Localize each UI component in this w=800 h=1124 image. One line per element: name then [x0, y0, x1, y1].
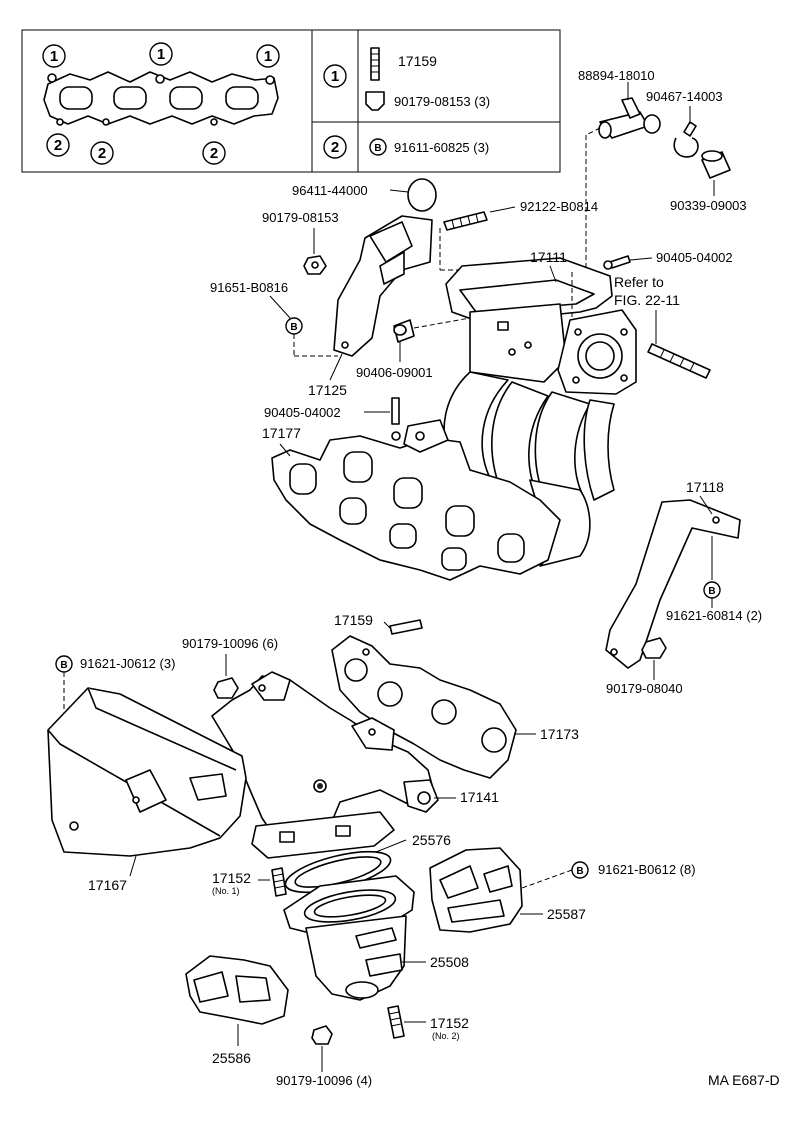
nut-90179-08040-drawing: [641, 637, 667, 659]
bolt-marker-icon: B: [369, 138, 387, 156]
legend-gasket-drawing: [43, 71, 279, 126]
heat-insulator-25587-drawing: [429, 847, 523, 933]
manifold-stay-drawing: [605, 499, 741, 669]
label-91621-60814: 91621-60814 (2): [666, 608, 762, 623]
label-25587: 25587: [547, 906, 586, 922]
svg-text:2: 2: [98, 145, 106, 162]
stud-icon: [370, 47, 380, 81]
label-90179-10096-b: 90179-10096 (4): [276, 1073, 372, 1088]
label-90339-09003: 90339-09003: [670, 198, 747, 213]
label-17141: 17141: [460, 789, 499, 805]
bolt-90405-04002-a-drawing: [603, 255, 631, 270]
intake-gasket-drawing: [271, 419, 561, 581]
refer-figure-label: FIG. 22-11: [614, 292, 680, 308]
legend-marker-2c: 2: [202, 141, 226, 165]
label-17125: 17125: [308, 382, 347, 398]
nut-icon: [365, 91, 385, 111]
stud-17152-no1-drawing: [271, 867, 287, 897]
label-17111: 17111: [530, 249, 567, 265]
svg-text:2: 2: [54, 137, 62, 154]
label-17177: 17177: [262, 425, 301, 441]
bolt-marker-91621-J0612: B: [55, 655, 73, 673]
bolt-marker-91621-60814: B: [703, 581, 721, 599]
label-17173: 17173: [540, 726, 579, 742]
label-90179-08040: 90179-08040: [606, 681, 683, 696]
label-90405-04002-a: 90405-04002: [656, 250, 733, 265]
diagram-code: MA E687-D: [708, 1072, 780, 1088]
intake-manifold-drawing: [443, 257, 637, 567]
bolt-90405-04002-b-drawing: [391, 397, 401, 441]
label-25586: 25586: [212, 1050, 251, 1066]
label-88894-18010: 88894-18010: [578, 68, 655, 83]
legend-row2-marker: 2: [323, 135, 347, 159]
exhaust-manifold-drawing: [211, 671, 439, 859]
label-17159: 17159: [334, 612, 373, 628]
label-96411-44000: 96411-44000: [292, 183, 368, 198]
label-17152-no2: 17152: [430, 1015, 469, 1031]
nut-90179-08153-drawing: [303, 255, 327, 275]
svg-text:B: B: [60, 660, 67, 671]
heat-insulator-25586-drawing: [185, 955, 289, 1025]
svg-text:2: 2: [210, 145, 218, 162]
stud-92122-drawing: [443, 211, 488, 231]
svg-text:1: 1: [157, 46, 165, 63]
legend-row1-marker: 1: [323, 64, 347, 88]
label-25508: 25508: [430, 954, 469, 970]
label-17152-no1: 17152: [212, 870, 251, 886]
legend-marker-1b: 1: [149, 42, 173, 66]
bracket-17125-drawing: [333, 215, 433, 357]
long-stud-drawing: [647, 343, 711, 379]
label-90406-09001: 90406-09001: [356, 365, 433, 380]
hose-clamp-drawing: [673, 121, 699, 158]
hose-drawing: [701, 150, 731, 179]
vacuum-fitting-drawing: [598, 82, 661, 139]
label-90405-04002-b: 90405-04002: [264, 405, 341, 420]
legend-row2-part: 91611-60825 (3): [394, 140, 489, 155]
nut-90179-10096-a-drawing: [213, 677, 239, 699]
bolt-marker-91651: B: [285, 317, 303, 335]
label-92122-B0814: 92122-B0814: [520, 199, 598, 214]
legend-box: 1 1 1 2 2 2 1 17159 90179-08153 (3) 2 B …: [21, 29, 561, 173]
legend-row1-part-a: 17159: [398, 53, 437, 69]
stud-90406-09001-drawing: [393, 319, 415, 343]
nut-90179-10096-b-drawing: [311, 1025, 333, 1045]
svg-text:1: 1: [264, 48, 272, 65]
label-25576: 25576: [412, 832, 451, 848]
label-90179-10096-a: 90179-10096 (6): [182, 636, 278, 651]
exhaust-gasket-drawing: [331, 635, 517, 779]
svg-text:B: B: [708, 586, 715, 597]
label-90179-08153: 90179-08153: [262, 210, 339, 225]
legend-marker-2a: 2: [46, 133, 70, 157]
svg-text:1: 1: [50, 48, 58, 65]
label-91621-J0612: 91621-J0612 (3): [80, 656, 175, 671]
label-90467-14003: 90467-14003: [646, 89, 723, 104]
stud-17152-no2-drawing: [387, 1005, 405, 1039]
legend-marker-1a: 1: [42, 44, 66, 68]
label-17118: 17118: [686, 479, 724, 495]
label-17152-no1-note: (No. 1): [212, 886, 240, 896]
bolt-marker-91621-B0612: B: [571, 861, 589, 879]
svg-text:2: 2: [331, 139, 339, 156]
exhaust-pipe-25508-drawing: [283, 875, 415, 1001]
svg-text:B: B: [290, 322, 297, 333]
plug-drawing: [407, 178, 437, 212]
svg-text:B: B: [374, 143, 381, 154]
svg-text:B: B: [576, 866, 583, 877]
legend-row1-part-b: 90179-08153 (3): [394, 94, 490, 109]
label-17167: 17167: [88, 877, 127, 893]
legend-marker-1c: 1: [256, 44, 280, 68]
heat-insulator-17167-drawing: [47, 687, 247, 857]
label-17152-no2-note: (No. 2): [432, 1031, 460, 1041]
label-91621-B0612: 91621-B0612 (8): [598, 862, 696, 877]
stud-17159-drawing: [389, 619, 423, 635]
legend-marker-2b: 2: [90, 141, 114, 165]
label-91651-B0816: 91651-B0816: [210, 280, 288, 295]
refer-to-label: Refer to: [614, 274, 664, 290]
svg-text:1: 1: [331, 68, 339, 85]
